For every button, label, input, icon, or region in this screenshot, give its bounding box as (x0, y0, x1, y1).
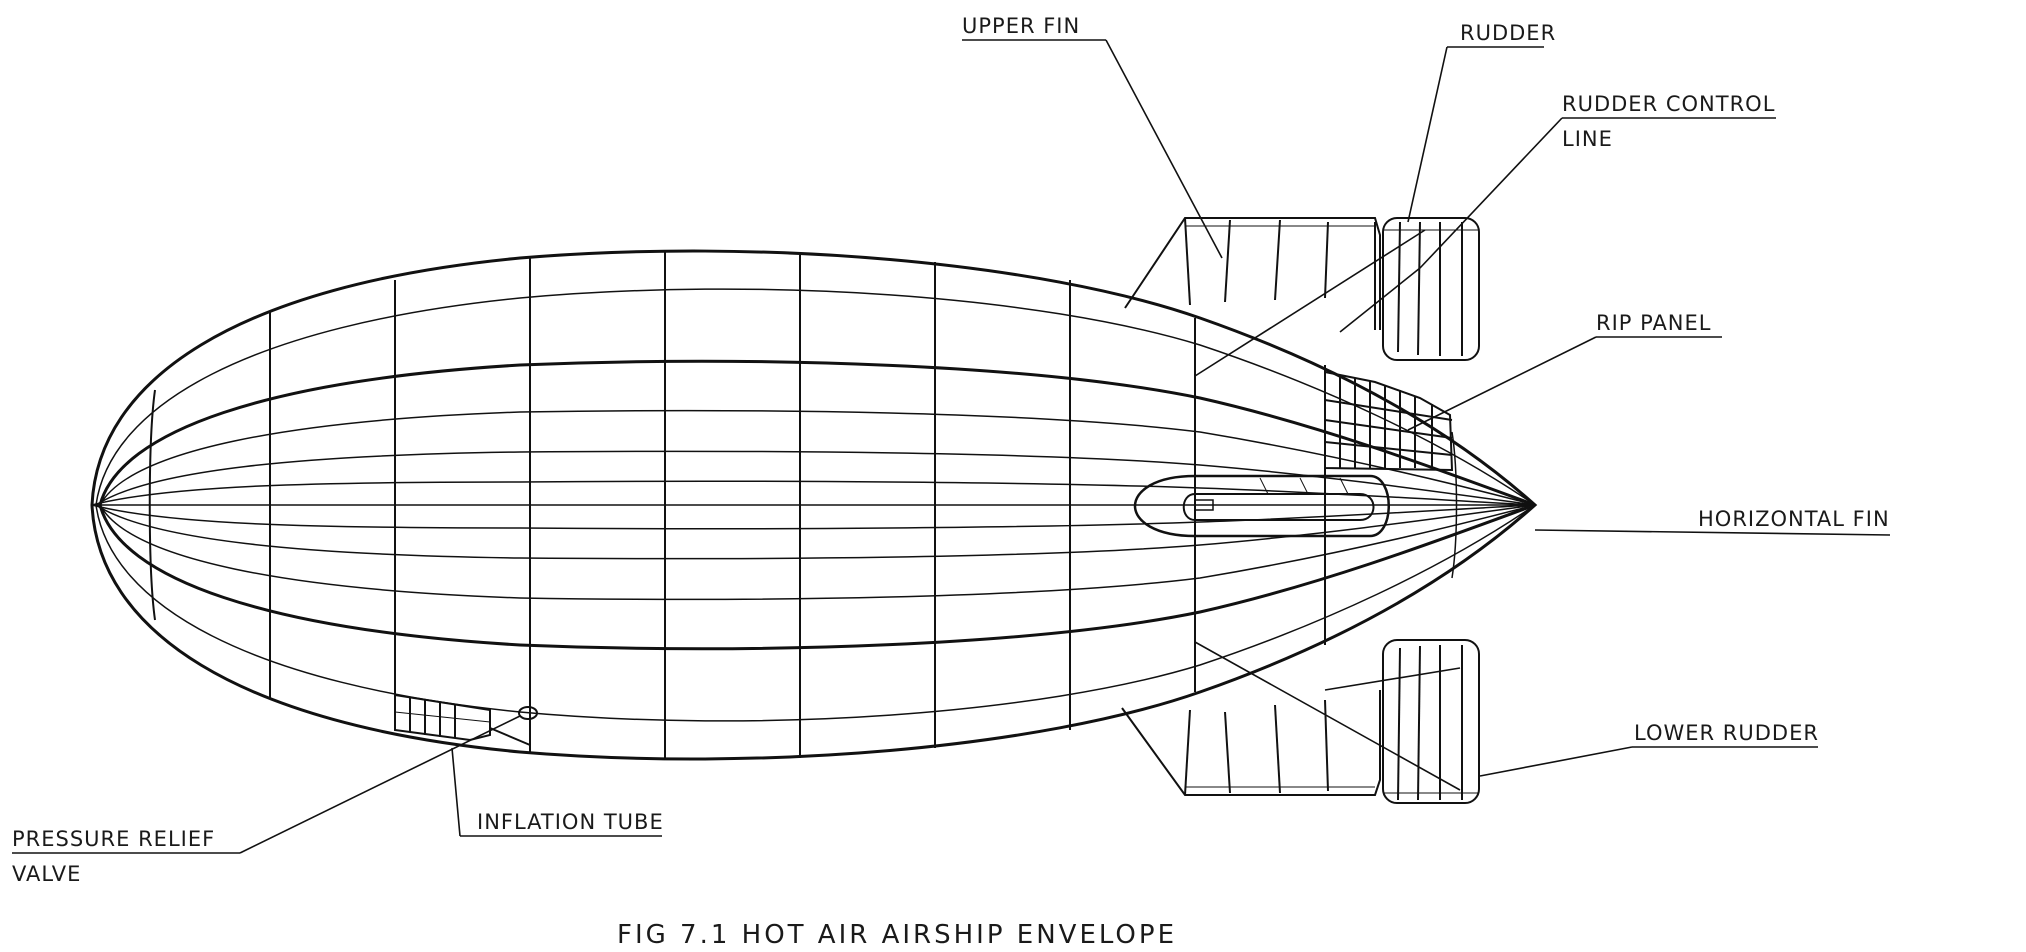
horizontal-fin-label: HORIZONTAL FIN (1698, 507, 1890, 531)
rip-panel-grid (1324, 370, 1454, 472)
envelope-body (90, 249, 1538, 761)
lower-rudder (1382, 639, 1480, 804)
upper-fin (1124, 217, 1381, 330)
lower-rudder-label: LOWER RUDDER (1634, 721, 1819, 745)
upper-fin-label: UPPER FIN (962, 14, 1080, 38)
leader-lines (12, 39, 1891, 854)
rudder-control-line-label-1: RUDDER CONTROL (1562, 92, 1775, 116)
rudder-label: RUDDER (1460, 21, 1556, 45)
figure-caption: FIG 7.1 HOT AIR AIRSHIP ENVELOPE (617, 920, 1177, 950)
inflation-tube-label: INFLATION TUBE (477, 810, 664, 834)
labels: UPPER FIN RUDDER RUDDER CONTROL LINE RIP… (12, 14, 1890, 950)
pressure-relief-label-2: VALVE (12, 862, 81, 886)
pressure-relief-valve-icon (518, 706, 538, 720)
pressure-relief-label-1: PRESSURE RELIEF (12, 827, 215, 851)
rudder-control-line-label-2: LINE (1562, 127, 1613, 151)
inflation-tube-detail (394, 693, 538, 746)
upper-rudder (1382, 217, 1480, 361)
horizontal-fin (1134, 474, 1390, 538)
rip-panel-label: RIP PANEL (1596, 311, 1712, 335)
